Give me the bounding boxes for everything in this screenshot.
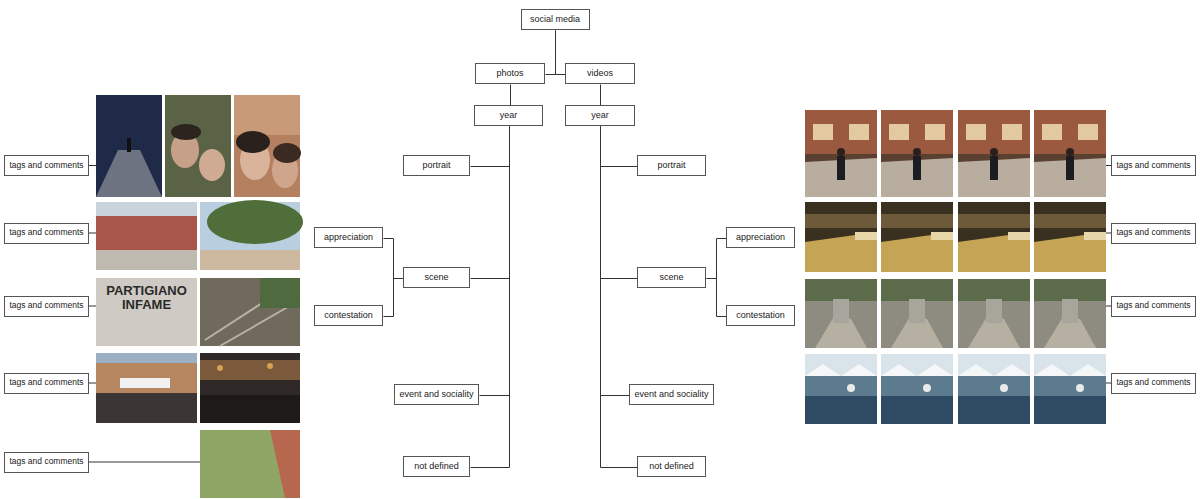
crowd-photo: [96, 353, 197, 423]
tag-box: tags and comments: [4, 452, 89, 473]
tree-connector: [546, 31, 556, 75]
category-box: photos: [475, 63, 545, 84]
tree-connector: [471, 127, 510, 279]
tag-box: tags and comments: [1111, 223, 1196, 244]
tree-connector: [707, 279, 727, 317]
category-box: not defined: [403, 456, 470, 477]
box-label: event and sociality: [634, 389, 708, 399]
box-label: social media: [530, 14, 580, 24]
category-box: not defined: [637, 456, 706, 477]
box-label: appreciation: [324, 232, 373, 242]
box-label: contestation: [324, 310, 373, 320]
video-frame: [805, 354, 877, 424]
tree-connector: [601, 127, 638, 468]
box-label: event and sociality: [399, 389, 473, 399]
box-label: tags and comments: [9, 457, 83, 467]
box-label: not defined: [649, 461, 694, 471]
category-box: contestation: [314, 305, 383, 326]
video-frame: [1034, 202, 1106, 272]
scaffold-photo: [200, 278, 300, 346]
selfie-photo: [234, 95, 301, 197]
tag-box: tags and comments: [1111, 155, 1196, 176]
video-frame: [881, 279, 953, 348]
category-box: videos: [565, 63, 635, 84]
tree-photo: [200, 200, 303, 270]
video-frame: [881, 354, 953, 424]
video-frame: [805, 110, 877, 197]
box-label: tags and comments: [1116, 161, 1190, 171]
night-photo: [96, 95, 162, 197]
tree-connector: [384, 239, 404, 279]
tree-connector: [510, 85, 511, 106]
category-box: appreciation: [726, 227, 795, 248]
box-label: portrait: [422, 160, 450, 170]
box-label: year: [500, 110, 518, 120]
box-label: portrait: [657, 160, 685, 170]
graffiti-text: PARTIGIANO INFAME: [98, 284, 195, 311]
tag-box: tags and comments: [4, 296, 89, 317]
box-label: year: [591, 110, 609, 120]
tree-connector: [471, 127, 510, 167]
box-label: not defined: [414, 461, 459, 471]
video-frame: [1034, 354, 1106, 424]
box-label: videos: [587, 68, 613, 78]
leader-line: [86, 462, 200, 463]
crowd-photo: [200, 353, 300, 423]
category-box: contestation: [726, 305, 795, 326]
box-label: tags and comments: [9, 161, 83, 171]
video-frame: [1034, 279, 1106, 348]
video-frame: [881, 110, 953, 197]
box-label: photos: [496, 68, 523, 78]
category-box: event and sociality: [394, 384, 479, 405]
building-photo: [96, 202, 197, 270]
video-frame: [805, 202, 877, 272]
tag-box: tags and comments: [1111, 296, 1196, 317]
category-box: social media: [521, 9, 590, 30]
box-label: contestation: [736, 310, 785, 320]
video-frame: [958, 279, 1030, 348]
category-box: portrait: [637, 155, 706, 176]
tree-connector: [556, 31, 566, 75]
box-label: tags and comments: [1116, 301, 1190, 311]
category-box: scene: [403, 267, 470, 288]
grass-photo: [200, 430, 300, 498]
box-label: tags and comments: [9, 378, 83, 388]
tree-connector: [601, 127, 630, 396]
category-box: event and sociality: [629, 384, 714, 405]
box-label: tags and comments: [9, 228, 83, 238]
category-box: portrait: [403, 155, 470, 176]
category-box: year: [565, 105, 635, 126]
selfie-photo: [165, 95, 231, 197]
tree-connector: [471, 127, 510, 468]
video-frame: [1034, 110, 1106, 197]
tag-box: tags and comments: [1111, 373, 1196, 394]
tree-connector: [601, 127, 638, 167]
video-frame: [958, 110, 1030, 197]
tree-connector: [707, 239, 727, 279]
video-frame: [958, 354, 1030, 424]
video-frames: [805, 110, 1106, 424]
tag-box: tags and comments: [4, 373, 89, 394]
category-box: scene: [637, 267, 706, 288]
tree-connector: [600, 85, 601, 106]
video-frame: [805, 279, 877, 348]
tag-box: tags and comments: [4, 223, 89, 244]
category-box: appreciation: [314, 227, 383, 248]
tree-connector: [601, 127, 638, 279]
box-label: tags and comments: [1116, 228, 1190, 238]
category-box: year: [474, 105, 543, 126]
box-label: tags and comments: [1116, 378, 1190, 388]
box-label: appreciation: [736, 232, 785, 242]
box-label: scene: [659, 272, 683, 282]
tag-box: tags and comments: [4, 155, 89, 176]
video-frame: [958, 202, 1030, 272]
video-frame: [881, 202, 953, 272]
tree-connector: [480, 127, 510, 396]
graffiti-photo: [96, 278, 197, 346]
box-label: tags and comments: [9, 301, 83, 311]
box-label: scene: [424, 272, 448, 282]
tree-connector: [384, 279, 404, 317]
